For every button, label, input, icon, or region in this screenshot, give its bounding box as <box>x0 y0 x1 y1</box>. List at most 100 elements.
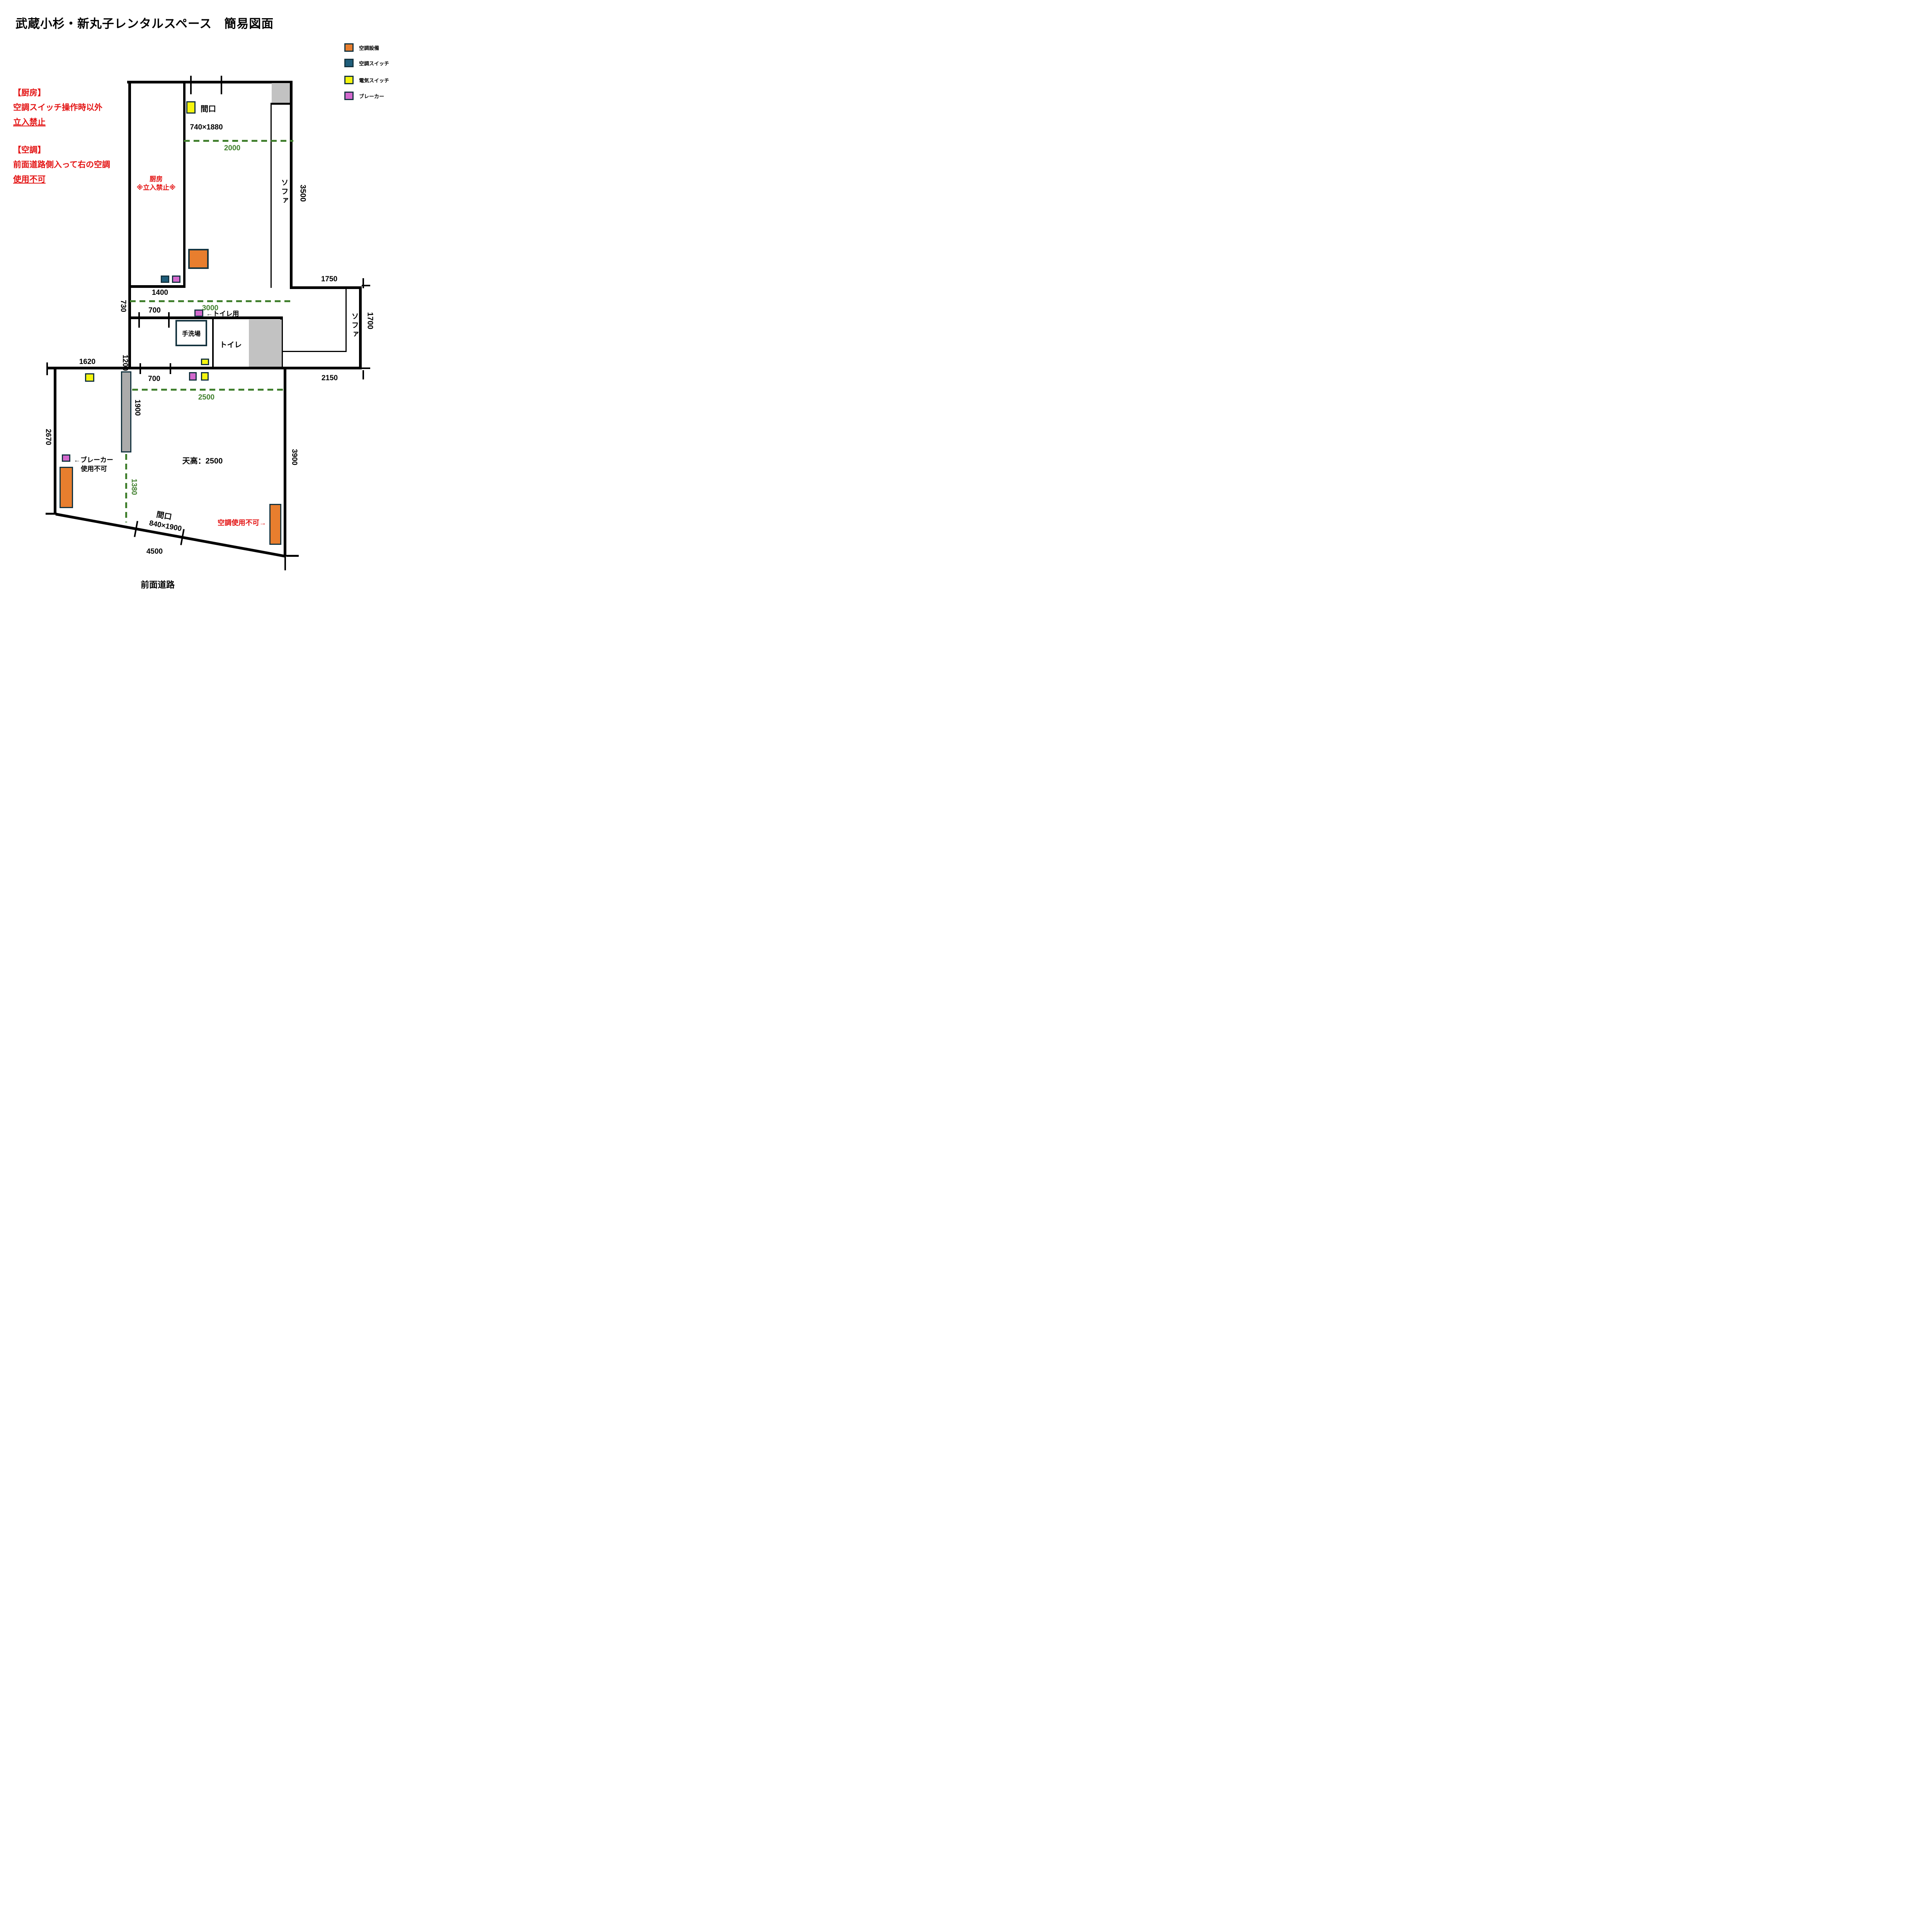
tick-1750-right <box>362 278 364 288</box>
tick-1620-left <box>46 362 48 375</box>
ac-switch-kitchen <box>161 276 169 283</box>
breaker-bottom-left <box>62 454 70 462</box>
tick-2150-right-h <box>362 367 370 369</box>
breaker-note-na: 使用不可 <box>81 465 107 473</box>
handwash-label: 手洗場 <box>182 331 201 337</box>
dim-2500: 2500 <box>198 393 215 401</box>
handwash-box: 手洗場 <box>175 320 207 346</box>
tick-bottom-right-corner-v <box>284 556 286 570</box>
opening-bottom-label: 間口 <box>155 510 173 522</box>
dashed-2000 <box>184 140 293 142</box>
tick-bottom-right-corner-h <box>286 555 299 557</box>
dim-1620: 1620 <box>79 358 96 366</box>
toilet-label: トイレ <box>220 341 242 349</box>
upper-sofa-line <box>271 103 272 288</box>
long-middle-wall <box>46 367 362 369</box>
toilet-side-gray-area <box>249 320 282 367</box>
kitchen-partition-wall <box>183 81 185 288</box>
tick-700u-right <box>168 312 170 328</box>
ac-unavailable-note: 空調使用不可→ <box>218 519 266 527</box>
lower-sofa-line-v <box>345 288 347 352</box>
tick-bottom-left-corner <box>46 513 57 515</box>
light-switch-bottom-left <box>85 373 94 382</box>
aircon-notice-line2: 使用不可 <box>13 175 46 184</box>
kitchen-notice-line2: 立入禁止 <box>13 118 46 127</box>
middle-room-top-wall <box>128 316 282 319</box>
dim-3500: 3500 <box>298 184 307 202</box>
tick-2150-right-v <box>362 370 364 379</box>
bottom-room-right-wall <box>284 367 286 556</box>
kitchen-notice-line1: 空調スイッチ操作時以外 <box>13 103 102 112</box>
dim-2150: 2150 <box>321 374 338 382</box>
light-switch-top <box>186 101 196 114</box>
breaker-swatch-icon <box>344 92 354 100</box>
tick-700u-left <box>138 312 140 328</box>
upper-gray-area <box>272 83 290 103</box>
left-wall <box>128 81 131 369</box>
right-outer-wall <box>359 286 362 369</box>
legend-label: 空調設備 <box>359 45 379 51</box>
kitchen-notice: 【厨房】 空調スイッチ操作時以外 立入禁止 <box>13 86 102 130</box>
floor-plan-page: 武蔵小杉・新丸子レンタルスペース 簡易図面 空調設備 空調スイッチ 電気スイッチ… <box>0 0 425 602</box>
lower-sofa-line-h <box>282 351 347 352</box>
dim-1900: 1900 <box>133 399 141 416</box>
upper-room-right-wall <box>290 81 293 289</box>
dim-2670: 2670 <box>44 429 52 446</box>
sofa-lower-label: ソファ <box>350 312 359 339</box>
front-road-label: 前面道路 <box>140 580 175 590</box>
aircon-notice: 【空調】 前面道路側入って右の空調 使用不可 <box>13 143 110 187</box>
light-switch-below-wall <box>201 372 209 381</box>
bottom-room-left-wall <box>54 367 56 514</box>
dim-1400: 1400 <box>151 289 168 297</box>
breaker-below-wall <box>189 372 197 381</box>
gray-partition <box>121 371 131 452</box>
kitchen-area-name: 厨房 <box>150 175 163 183</box>
aircon-notice-heading: 【空調】 <box>13 146 46 155</box>
tick-1750-right-h <box>362 285 370 286</box>
ac-switch-swatch-icon <box>344 59 354 67</box>
dim-730: 730 <box>119 300 127 312</box>
kitchen-notice-heading: 【厨房】 <box>13 88 46 97</box>
legend-item-ac-switch: 空調スイッチ <box>344 59 389 67</box>
dim-2000: 2000 <box>224 144 241 152</box>
legend-item-breaker: ブレーカー <box>344 92 384 100</box>
breaker-note-arrow: ←ブレーカー <box>74 456 113 464</box>
opening-top-label: 間口 <box>201 105 216 114</box>
legend-label: ブレーカー <box>359 93 385 99</box>
legend-item-ac-unit: 空調設備 <box>344 43 379 52</box>
dashed-2500 <box>132 389 285 391</box>
top-opening-tick-left <box>190 76 192 94</box>
dashed-1380 <box>125 454 127 522</box>
ac-unit-kitchen <box>188 249 209 269</box>
toilet-partition-wall <box>212 319 214 369</box>
dim-1200: 1200 <box>121 354 129 371</box>
legend-label: 空調スイッチ <box>359 60 390 66</box>
dim-1380: 1380 <box>130 478 138 495</box>
toilet-breaker-note: ←トイレ用 <box>206 310 239 318</box>
tick-700l-right <box>170 363 171 374</box>
kitchen-bottom-wall <box>128 285 185 288</box>
kitchen-area-warning: 厨房 ※立入禁止※ <box>136 175 175 192</box>
breaker-toilet <box>194 310 203 317</box>
ac-unit-bottom-right <box>269 504 281 545</box>
light-switch-swatch-icon <box>344 76 354 84</box>
wall-1750 <box>290 286 362 289</box>
legend-label: 電気スイッチ <box>359 77 390 83</box>
dim-1750: 1750 <box>321 275 338 283</box>
dim-700-lower: 700 <box>148 375 160 383</box>
dashed-3000 <box>130 300 293 302</box>
ac-unit-bottom-left <box>60 467 73 508</box>
dim-700-upper: 700 <box>148 306 161 315</box>
aircon-notice-line1: 前面道路側入って右の空調 <box>13 160 110 169</box>
ac-unit-swatch-icon <box>344 43 354 52</box>
dim-3900: 3900 <box>290 449 298 466</box>
ceiling-height-label: 天高：2500 <box>182 457 223 466</box>
kitchen-area-no-entry: ※立入禁止※ <box>136 184 176 191</box>
legend-item-light-switch: 電気スイッチ <box>344 76 389 84</box>
dim-1700: 1700 <box>366 312 374 330</box>
opening-top-size: 740×1880 <box>190 123 223 131</box>
dim-3000: 3000 <box>202 304 219 312</box>
tick-700l-left <box>140 363 141 374</box>
sofa-upper-label: ソファ <box>280 179 288 206</box>
top-opening-tick-right <box>221 76 222 94</box>
